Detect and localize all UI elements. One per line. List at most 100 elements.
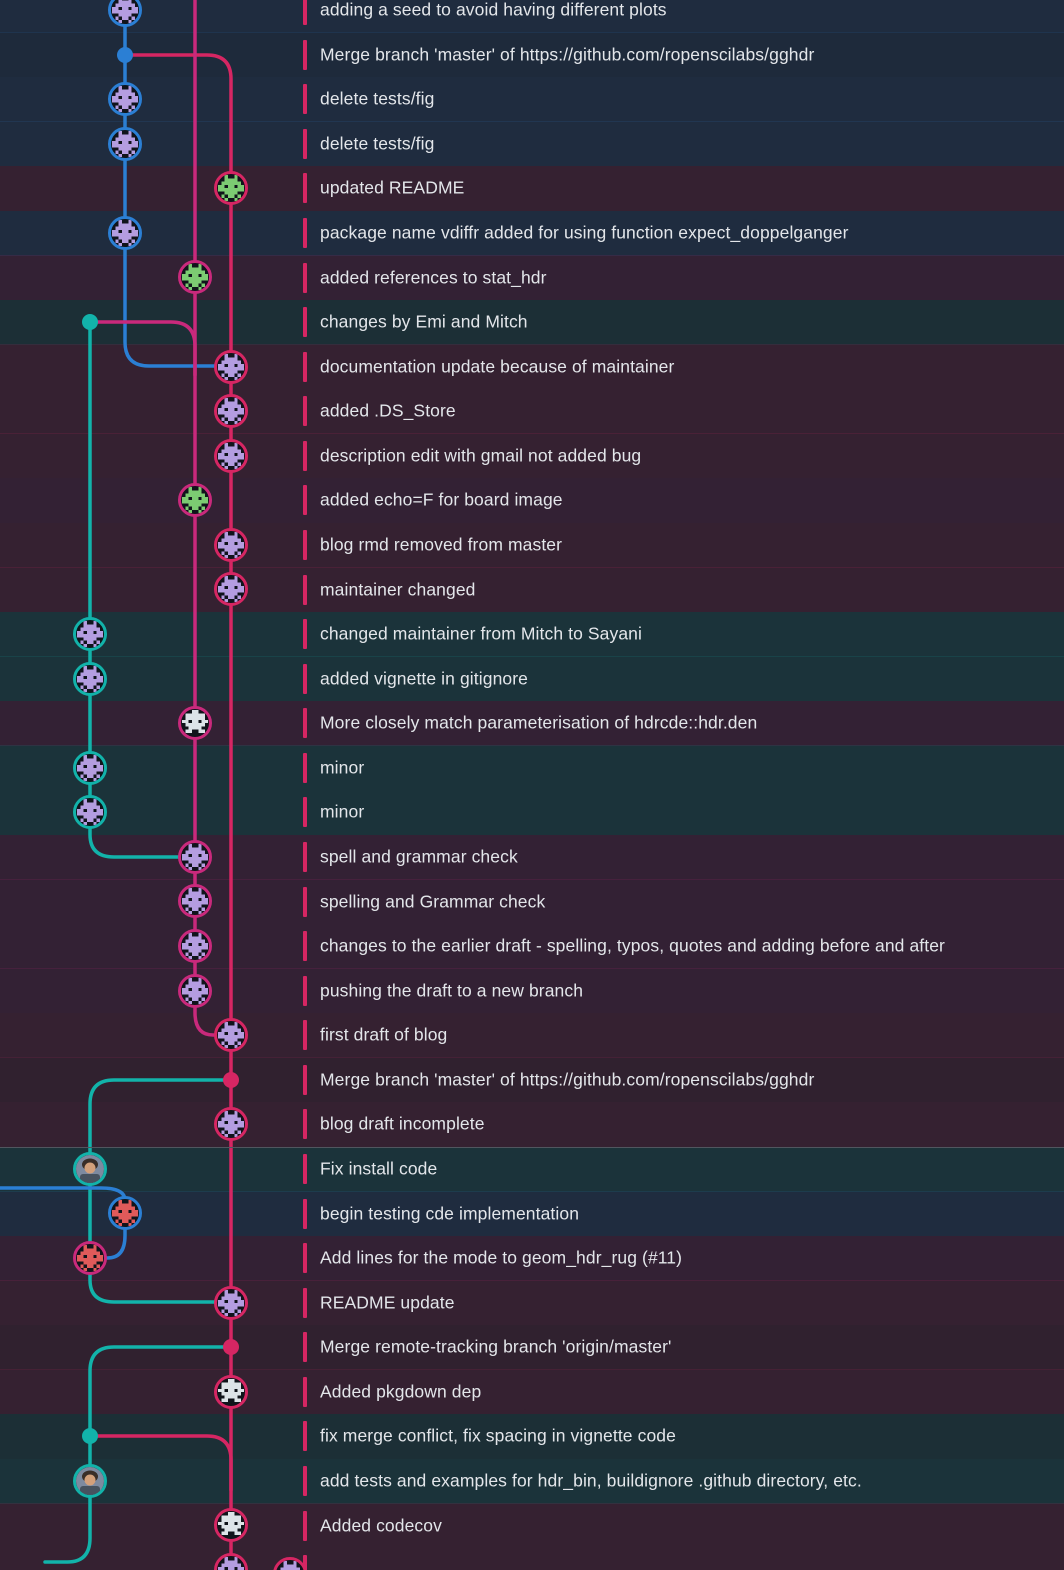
author-avatar-monster-purple[interactable] [108, 215, 142, 250]
commit-row[interactable]: Add lines for the mode to geom_hdr_rug (… [0, 1235, 1064, 1281]
author-avatar-monster-purple[interactable] [73, 795, 107, 830]
merge-commit-dot[interactable] [117, 46, 133, 63]
author-avatar-monster-red[interactable] [73, 1240, 107, 1275]
commit-row[interactable]: updated README [0, 165, 1064, 211]
commit-row[interactable]: delete tests/fig [0, 121, 1064, 167]
commit-row[interactable]: blog draft incomplete [0, 1101, 1064, 1147]
author-avatar-monster-purple[interactable] [73, 616, 107, 651]
author-avatar-monster-purple[interactable] [108, 0, 142, 27]
author-avatar-monster-purple[interactable] [214, 1107, 248, 1142]
commit-row[interactable]: Merge branch 'master' of https://github.… [0, 32, 1064, 78]
author-avatar-monster-purple[interactable] [178, 928, 212, 963]
author-avatar-monster-purple[interactable] [73, 750, 107, 785]
commit-ref-bar [303, 752, 307, 783]
commit-ref-bar [303, 1154, 307, 1185]
merge-commit-dot[interactable] [223, 1071, 239, 1088]
commit-ref-bar [303, 1109, 307, 1140]
commit-row[interactable]: changed maintainer from Mitch to Sayani [0, 611, 1064, 657]
merge-commit-dot[interactable] [82, 1428, 98, 1445]
author-avatar-photo[interactable] [73, 1463, 107, 1498]
author-avatar-monster-purple[interactable] [214, 1285, 248, 1320]
commit-row[interactable]: added vignette in gitignore [0, 656, 1064, 702]
commit-ref-bar [303, 619, 307, 650]
commit-row[interactable]: added references to stat_hdr [0, 255, 1064, 301]
commit-message: updated README [320, 177, 465, 198]
author-avatar-monster-green[interactable] [214, 171, 248, 206]
commit-row[interactable]: Added pkgdown dep [0, 1369, 1064, 1415]
author-avatar-photo[interactable] [73, 1151, 107, 1186]
author-avatar-monster-purple[interactable] [214, 349, 248, 384]
commit-row[interactable]: add tests and examples for hdr_bin, buil… [0, 1458, 1064, 1504]
merge-commit-dot[interactable] [223, 1339, 239, 1356]
commit-row[interactable]: Merge remote-tracking branch 'origin/mas… [0, 1324, 1064, 1370]
commit-row[interactable] [0, 1547, 1064, 1570]
commit-row[interactable]: spell and grammar check [0, 834, 1064, 880]
commit-row[interactable]: package name vdiffr added for using func… [0, 210, 1064, 256]
author-avatar-monster-purple[interactable] [214, 1018, 248, 1053]
commit-message: delete tests/fig [320, 133, 435, 154]
author-avatar-monster-purple[interactable] [108, 82, 142, 117]
commit-message: description edit with gmail not added bu… [320, 445, 642, 466]
commit-row[interactable]: adding a seed to avoid having different … [0, 0, 1064, 33]
author-avatar-monster-green[interactable] [178, 483, 212, 518]
commit-row[interactable]: begin testing cde implementation [0, 1191, 1064, 1237]
commit-ref-bar [303, 128, 307, 159]
author-avatar-monster-purple[interactable] [108, 126, 142, 161]
commit-message: minor [320, 801, 365, 822]
author-avatar-monster-purple[interactable] [178, 839, 212, 874]
commit-row[interactable]: blog rmd removed from master [0, 522, 1064, 568]
author-avatar-monster-red[interactable] [108, 1196, 142, 1231]
commit-row[interactable]: Merge branch 'master' of https://github.… [0, 1057, 1064, 1103]
author-avatar-monster-purple[interactable] [214, 572, 248, 607]
commit-ref-bar [303, 1466, 307, 1496]
author-avatar-monster-purple[interactable] [214, 1552, 248, 1570]
commit-ref-bar [303, 218, 307, 249]
commit-message: added references to stat_hdr [320, 267, 547, 288]
commit-row[interactable]: added .DS_Store [0, 388, 1064, 434]
commit-row[interactable]: spelling and Grammar check [0, 879, 1064, 925]
commit-ref-bar [303, 663, 307, 694]
commit-message: spelling and Grammar check [320, 891, 546, 912]
commit-row[interactable]: Added codecov [0, 1503, 1064, 1549]
author-avatar-monster-purple[interactable] [214, 527, 248, 562]
commit-row[interactable]: added echo=F for board image [0, 477, 1064, 523]
commit-row[interactable]: maintainer changed [0, 567, 1064, 613]
commit-row[interactable]: minor [0, 789, 1064, 835]
commit-row[interactable]: first draft of blog [0, 1012, 1064, 1058]
commit-row[interactable]: fix merge conflict, fix spacing in vigne… [0, 1413, 1064, 1459]
commit-row[interactable]: documentation update because of maintain… [0, 344, 1064, 390]
commit-message: Merge remote-tracking branch 'origin/mas… [320, 1336, 672, 1357]
commit-message: Added pkgdown dep [320, 1381, 482, 1402]
author-avatar-monster-purple[interactable] [73, 661, 107, 696]
author-avatar-monster-purple[interactable] [178, 973, 212, 1008]
author-avatar-robot[interactable] [178, 706, 212, 741]
commit-row[interactable]: pushing the draft to a new branch [0, 968, 1064, 1014]
commit-ref-bar [303, 396, 307, 427]
author-avatar-robot[interactable] [214, 1508, 248, 1543]
commit-row[interactable]: changes by Emi and Mitch [0, 299, 1064, 345]
commit-ref-bar [303, 574, 307, 605]
commit-row[interactable]: delete tests/fig [0, 76, 1064, 122]
commit-message: Merge branch 'master' of https://github.… [320, 1069, 815, 1090]
author-avatar-monster-purple[interactable] [214, 394, 248, 429]
commit-message: adding a seed to avoid having different … [320, 0, 667, 20]
commit-message: changes to the earlier draft - spelling,… [320, 935, 945, 956]
commit-row[interactable]: description edit with gmail not added bu… [0, 433, 1064, 479]
commit-row[interactable]: More closely match parameterisation of h… [0, 700, 1064, 746]
author-avatar-monster-purple[interactable] [178, 884, 212, 919]
commit-row[interactable]: minor [0, 745, 1064, 791]
commit-ref-bar [303, 307, 307, 338]
commit-message: Add lines for the mode to geom_hdr_rug (… [320, 1247, 683, 1268]
section-divider [0, 1147, 1064, 1148]
commit-ref-bar [303, 440, 307, 471]
commit-row[interactable]: changes to the earlier draft - spelling,… [0, 923, 1064, 969]
merge-commit-dot[interactable] [82, 313, 98, 330]
commit-message: changes by Emi and Mitch [320, 311, 528, 332]
commit-row[interactable]: Fix install code [0, 1146, 1064, 1192]
author-avatar-robot[interactable] [214, 1374, 248, 1409]
author-avatar-monster-purple[interactable] [214, 438, 248, 473]
author-avatar-monster-green[interactable] [178, 260, 212, 295]
commit-ref-bar [303, 0, 307, 26]
commit-row[interactable]: README update [0, 1280, 1064, 1326]
